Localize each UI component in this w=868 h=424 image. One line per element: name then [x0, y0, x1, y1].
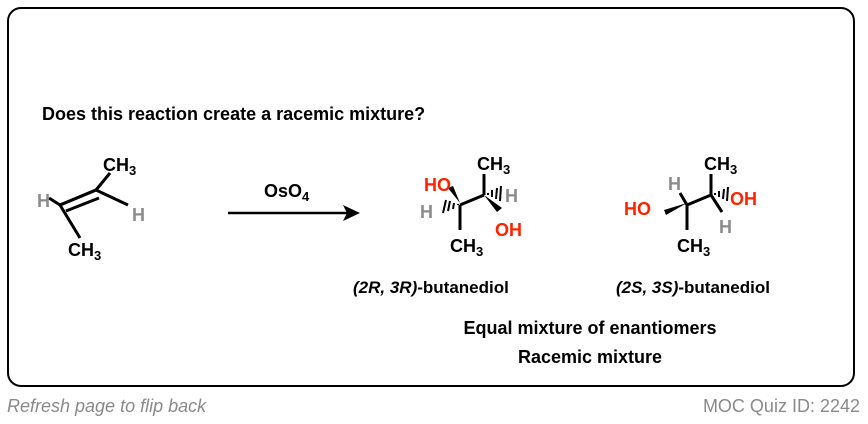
atom-h: H — [37, 191, 50, 211]
atom-h: H — [719, 217, 732, 237]
hash-bond — [442, 185, 502, 214]
bond — [709, 194, 724, 213]
hydroxyl-group: OH — [730, 189, 757, 209]
hash-bond — [714, 186, 729, 202]
question-text: Does this reaction create a racemic mixt… — [42, 104, 426, 124]
flip-back-hint[interactable]: Refresh page to flip back — [7, 396, 207, 416]
atom-h: H — [505, 186, 518, 206]
wedge-bond — [484, 195, 502, 212]
conclusion-enantiomers: Equal mixture of enantiomers — [463, 318, 717, 338]
product-label-2r3r: (2R, 3R)-butanediol — [353, 278, 509, 297]
product-label-2s3s: (2S, 3S)-butanediol — [616, 278, 770, 297]
methyl-group: CH3 — [68, 240, 101, 263]
methyl-group: CH3 — [450, 236, 483, 259]
atom-h: H — [668, 174, 681, 194]
hydroxyl-group: OH — [495, 220, 522, 240]
bond — [58, 204, 82, 239]
methyl-group: CH3 — [103, 155, 136, 178]
wedge-bond — [664, 203, 687, 215]
atom-h: H — [132, 205, 145, 225]
methyl-group: CH3 — [477, 154, 510, 177]
methyl-group: CH3 — [677, 236, 710, 259]
atom-h: H — [420, 202, 433, 222]
bond — [94, 172, 112, 191]
bond — [459, 193, 485, 207]
bond — [686, 193, 712, 207]
hydroxyl-group: HO — [424, 175, 451, 195]
double-bond-inner — [65, 196, 100, 213]
reagent-osmium-tetroxide: OsO4 — [264, 181, 310, 204]
trans-2-butene: H H CH3 CH3 — [37, 155, 145, 263]
wedge-bond — [448, 186, 460, 203]
double-bond-outer — [59, 188, 97, 207]
methyl-group: CH3 — [704, 154, 737, 177]
reaction-arrow: OsO4 — [228, 181, 360, 221]
hydroxyl-group: HO — [624, 199, 651, 219]
quiz-id: MOC Quiz ID: 2242 — [702, 396, 860, 416]
bond — [678, 192, 689, 206]
product-2s3s: HO OH H H CH3 CH3 — [624, 154, 757, 259]
conclusion-racemic: Racemic mixture — [517, 347, 663, 367]
bond — [95, 188, 129, 207]
product-2r3r: HO OH H H CH3 CH3 — [420, 154, 522, 259]
bond — [48, 196, 61, 207]
arrow-head — [343, 205, 360, 221]
